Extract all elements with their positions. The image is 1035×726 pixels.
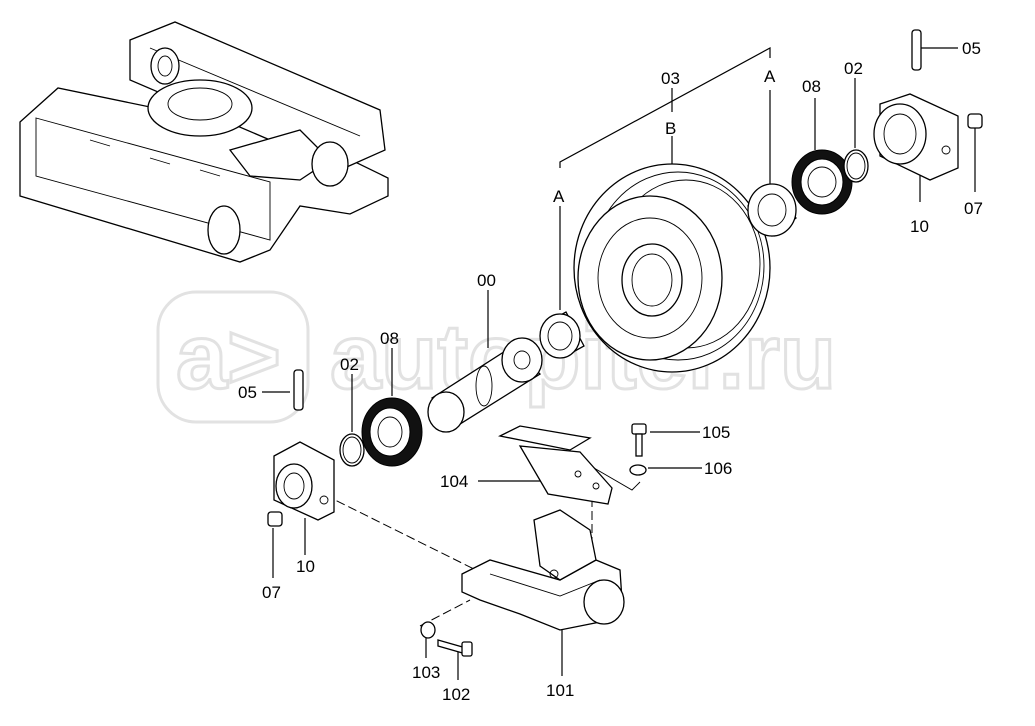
callout-10-left: 10	[296, 557, 315, 576]
callout-07-right: 07	[964, 199, 983, 218]
callout-08-top: 08	[802, 77, 821, 96]
cover-plate-104	[498, 425, 613, 505]
bushing-A-left	[539, 311, 585, 359]
plug-07-left	[267, 511, 283, 527]
bushing-A-right	[747, 183, 797, 237]
callout-05-top: 05	[962, 39, 981, 58]
callout-03: 03	[661, 69, 680, 88]
pin-05-left	[293, 369, 304, 411]
idler-wheel-03	[573, 163, 771, 373]
floating-seal-08-left	[361, 397, 423, 467]
circlip-103	[420, 621, 436, 639]
callout-10-right: 10	[910, 217, 929, 236]
callout-102: 102	[442, 685, 470, 704]
pin-05-right	[911, 29, 922, 71]
callout-07-left: 07	[262, 583, 281, 602]
callout-08-left: 08	[380, 329, 399, 348]
leader-lines	[262, 46, 976, 680]
bolt-102	[437, 639, 473, 657]
o-ring-02-right	[843, 149, 869, 183]
callout-A-left: A	[553, 187, 565, 206]
callout-05-left: 05	[238, 383, 257, 402]
callout-106: 106	[704, 459, 732, 478]
washer-106	[629, 464, 647, 476]
watermark-site: autopiter.ru	[330, 306, 836, 408]
track-frame-overview	[19, 21, 389, 263]
callout-104: 104	[440, 472, 468, 491]
o-ring-02-left	[339, 433, 365, 467]
callout-101: 101	[546, 681, 574, 700]
callout-00: 00	[477, 271, 496, 290]
callout-105: 105	[702, 423, 730, 442]
bracket-10-left	[273, 441, 335, 521]
callout-labels: 03 A B A 08 02 05 10 07 00 08 02 05 10 0…	[238, 39, 983, 704]
callout-B: B	[665, 119, 676, 138]
bracket-10-right	[873, 93, 959, 181]
callout-02-top: 02	[844, 59, 863, 78]
bolt-105	[631, 423, 647, 457]
callout-103: 103	[412, 663, 440, 682]
callout-A-top: A	[764, 67, 776, 86]
watermark-logo: a>	[176, 306, 281, 408]
yoke-101	[461, 509, 625, 631]
callout-02-left: 02	[340, 355, 359, 374]
plug-07-right	[967, 113, 983, 129]
shaft-00	[427, 337, 543, 433]
floating-seal-08-right	[791, 149, 853, 215]
